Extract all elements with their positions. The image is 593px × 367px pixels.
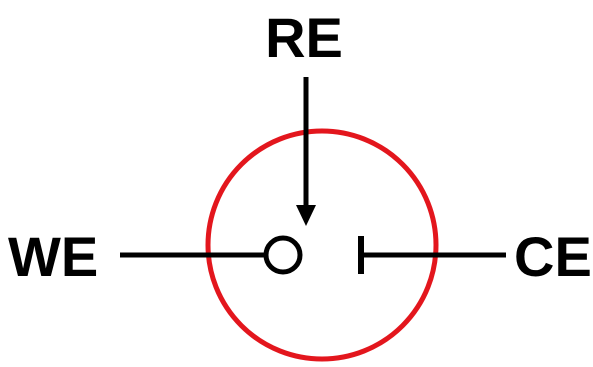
working-electrode-label: WE xyxy=(8,225,98,288)
reference-arrow-icon xyxy=(296,77,316,226)
cell-outline xyxy=(205,128,439,362)
reference-electrode-label: RE xyxy=(265,6,343,69)
counter-electrode-label: CE xyxy=(514,225,592,288)
working-electrode-icon xyxy=(263,235,303,275)
